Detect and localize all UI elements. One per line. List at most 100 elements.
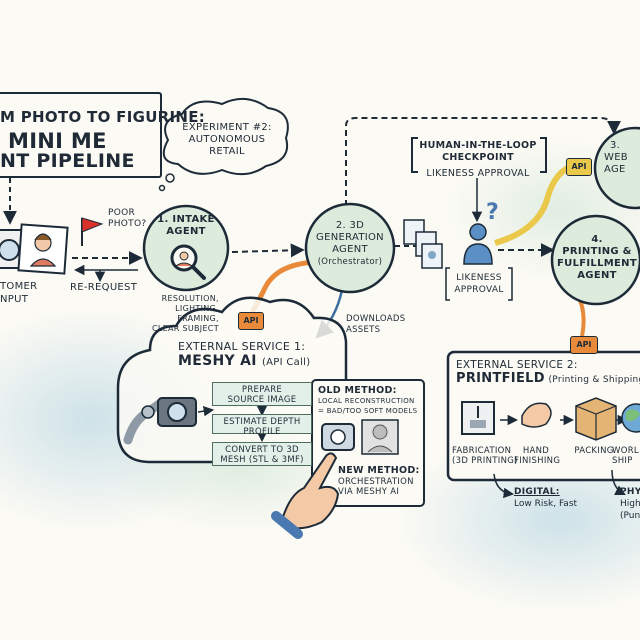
stage-packing: PACKING	[570, 446, 618, 456]
meshy-step-1: PREPARE SOURCE IMAGE	[212, 382, 312, 406]
old-method-line-1: LOCAL RECONSTRUCTION	[318, 397, 415, 405]
red-flag-icon	[81, 217, 104, 233]
api-label: API	[243, 316, 259, 325]
title-line-1: M PHOTO TO FIGURINE:	[0, 108, 206, 126]
stage-hand-finishing: HAND FINISHING	[514, 446, 561, 466]
re-request-label: RE-REQUEST	[70, 282, 138, 293]
intake-agent-label[interactable]: 1. INTAKE AGENT	[146, 214, 226, 238]
title-line-3: NT PIPELINE	[0, 150, 135, 172]
web-line-2: WEB	[604, 152, 628, 163]
printfield-line-2b: (Printing & Shipping	[548, 375, 640, 385]
experiment-line-3: RETAIL	[209, 146, 245, 157]
generation-line-4: (Orchestrator)	[317, 257, 383, 267]
step-line-1: ESTIMATE DEPTH	[223, 417, 301, 427]
printfield-line-1: EXTERNAL SERVICE 2:	[456, 359, 578, 371]
new-method-title: NEW METHOD:	[338, 465, 420, 476]
web-agent-circle	[593, 126, 640, 210]
hand-finishing-icon	[521, 402, 552, 428]
meshy-step-2: ESTIMATE DEPTH PROFILE	[212, 414, 312, 437]
stage-line-1: PACKING	[574, 446, 614, 456]
customer-line-1: TOMER	[0, 281, 38, 292]
web-line-3: AGE	[604, 164, 626, 175]
step-line-1: CONVERT TO 3D	[225, 445, 299, 455]
printing-line-1: 4.	[591, 234, 603, 245]
step-line-2: MESH (STL & 3MF)	[220, 455, 304, 465]
physical-line-1: High	[620, 499, 640, 509]
web-agent-label[interactable]: 3. WEB AGE	[604, 140, 640, 176]
printfield-line-2: PRINTFIELD	[456, 371, 545, 386]
likeness-line-2: APPROVAL	[454, 285, 504, 295]
likeness-line-1: LIKENESS	[456, 273, 502, 283]
printing-agent-circle	[550, 214, 640, 306]
digital-note: DIGITAL: Low Risk, Fast	[514, 486, 577, 510]
hitl-checkpoint-label: HUMAN-IN-THE-LOOP CHECKPOINT LIKENESS AP…	[416, 140, 540, 180]
api-cable-printing	[578, 299, 586, 337]
downloads-line-2: ASSETS	[346, 325, 381, 335]
meshy-line-2: MESHY AI	[178, 353, 257, 369]
generation-agent-circle	[304, 202, 396, 294]
customer-input-label: TOMER NPUT	[0, 280, 37, 306]
api-label: API	[571, 162, 587, 171]
hitl-line-1: HUMAN-IN-THE-LOOP	[419, 140, 537, 151]
api-plug-printing: API	[570, 336, 598, 354]
new-method-line-1: ORCHESTRATION	[338, 476, 414, 487]
stage-fabrication: FABRICATION (3D PRINTING)	[452, 446, 517, 466]
criteria-item: FRAMING,	[177, 314, 219, 323]
printing-line-2: PRINTING &	[562, 246, 632, 257]
intake-criteria: RESOLUTION, LIGHTING, FRAMING, CLEAR SUB…	[152, 294, 219, 334]
generation-line-3: AGENT	[332, 244, 368, 255]
generation-line-1: 2. 3D	[335, 220, 365, 231]
pointing-hand-icon	[280, 452, 340, 530]
meshy-title: EXTERNAL SERVICE 1: MESHY AI (API Call)	[178, 340, 310, 370]
stage-line-1: HAND	[522, 446, 550, 456]
experiment-line-2: AUTONOMOUS	[188, 134, 266, 145]
web-line-1: 3.	[610, 140, 621, 151]
intake-to-generation-arrow	[231, 243, 305, 258]
digital-title: DIGITAL:	[514, 487, 560, 497]
title-box	[0, 92, 162, 178]
generation-to-web-arrow	[345, 117, 621, 206]
physical-title: PHY	[620, 487, 640, 497]
person-icon	[469, 223, 487, 241]
old-method-title: OLD METHOD:	[318, 385, 397, 396]
physical-line-2: (Pun	[620, 511, 640, 521]
intake-line-2: AGENT	[166, 226, 206, 237]
api-cable-yellow	[494, 162, 576, 246]
physical-note: PHY High (Pun	[620, 486, 640, 522]
downloads-line-1: DOWNLOADS	[346, 314, 406, 324]
old-method-text: OLD METHOD: LOCAL RECONSTRUCTION = BAD/T…	[318, 386, 417, 416]
title-line-2: MINI ME	[8, 129, 107, 153]
stage-line-1: WORL	[612, 446, 639, 456]
new-method-line-2: VIA MESHY AI	[338, 487, 400, 497]
api-label: API	[576, 340, 592, 349]
api-plug-orange: API	[238, 312, 264, 330]
stage-line-2: FINISHING	[514, 456, 561, 466]
old-method-line-2: = BAD/TOO SOFT MODELS	[318, 407, 418, 415]
criteria-item: CLEAR SUBJECT	[152, 324, 219, 333]
criteria-item: RESOLUTION,	[161, 294, 219, 303]
experiment-bubble	[162, 97, 289, 176]
api-plug-yellow: API	[566, 158, 592, 176]
meshy-line-2b: (API Call)	[261, 357, 311, 368]
meshy-line-1: EXTERNAL SERVICE 1:	[178, 340, 306, 353]
downloads-assets-label: DOWNLOADS ASSETS	[346, 314, 405, 336]
new-method-text: NEW METHOD: ORCHESTRATION VIA MESHY AI	[338, 465, 420, 498]
poor-photo-label: POOR PHOTO?	[108, 208, 146, 230]
generation-line-2: GENERATION	[316, 232, 384, 243]
digital-line-1: Low Risk, Fast	[514, 499, 578, 509]
question-mark-icon: ?	[486, 200, 500, 225]
step-line-1: PREPARE	[241, 385, 283, 395]
experiment-line-1: EXPERIMENT #2:	[182, 122, 272, 133]
step-line-2: SOURCE IMAGE	[227, 395, 297, 405]
printing-agent-label[interactable]: 4. PRINTING & FULFILLMENT AGENT	[554, 234, 640, 282]
poor-photo-line-2: PHOTO?	[108, 219, 147, 229]
printfield-title: EXTERNAL SERVICE 2: PRINTFIELD (Printing…	[456, 358, 640, 387]
hitl-line-3: LIKENESS APPROVAL	[426, 168, 530, 179]
poor-photo-line-1: POOR	[108, 208, 136, 218]
stage-line-2: SHIP	[612, 456, 633, 466]
stage-world-shipping: WORL SHIP	[612, 446, 639, 466]
generation-agent-label[interactable]: 2. 3D GENERATION AGENT (Orchestrator)	[306, 220, 394, 268]
customer-line-2: NPUT	[0, 294, 29, 305]
likeness-approval-label[interactable]: LIKENESS APPROVAL	[448, 272, 510, 296]
